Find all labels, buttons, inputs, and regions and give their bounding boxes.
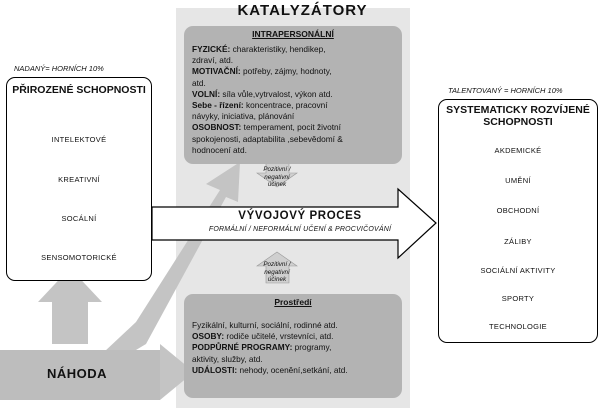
intrapersonal-line: OSOBNOST: temperament, pocit životní: [192, 122, 341, 133]
talent-item: AKDEMICKÉ: [494, 146, 542, 155]
intrapersonal-text: FYZICKÉ: charakteristiky, hendikep, zdra…: [192, 44, 400, 156]
environment-line: aktivity, služby, atd.: [192, 353, 263, 364]
talent-item: ZÁLIBY: [504, 237, 532, 246]
environment-line: PODPŮRNÉ PROGRAMY: programy,: [192, 342, 332, 353]
chance-arrow-up: [38, 268, 102, 344]
natural-abilities-box: PŘIROZENÉ SCHOPNOSTI INTELEKTOVÉ KREATIV…: [6, 77, 152, 281]
effect-label-top: Pozitivní / negativní účinek: [263, 166, 291, 188]
environment-heading: Prostředí: [274, 297, 312, 307]
talented-caption: TALENTOVANÝ = HORNÍCH 10%: [448, 86, 563, 95]
effect-label-bottom: Pozitivní / negativní účinek: [263, 261, 291, 283]
environment-line: Fyzikální, kulturní, sociální, rodinné a…: [192, 320, 338, 330]
intrapersonal-panel: INTRAPERSONÁLNÍ FYZICKÉ: charakteristiky…: [184, 26, 402, 164]
catalysts-title: KATALYZÁTORY: [237, 2, 368, 19]
chance-arrow-right: [130, 344, 194, 400]
intrapersonal-line: VOLNÍ: síla vůle,vytrvalost, výkon atd.: [192, 88, 333, 99]
intrapersonal-line: atd.: [192, 77, 206, 88]
intrapersonal-heading: INTRAPERSONÁLNÍ: [252, 29, 334, 39]
intrapersonal-line: hodnocení atd.: [192, 144, 247, 155]
intrapersonal-line: zdraví, atd.: [192, 55, 234, 66]
ability-item: SOCÁLNÍ: [61, 214, 97, 223]
environment-line: OSOBY: rodiče učitelé, vrstevníci, atd.: [192, 331, 334, 342]
intrapersonal-line: spokojenosti, adaptabilita ,sebevědomí &: [192, 133, 343, 144]
talent-item: SPORTY: [501, 294, 535, 303]
intrapersonal-line: FYZICKÉ: charakteristiky, hendikep,: [192, 44, 326, 54]
effect-arrow-down-shape: [256, 251, 298, 284]
talent-item: UMĚNÍ: [505, 176, 531, 185]
environment-line: UDÁLOSTI: nehody, ocenění,setkání, atd.: [192, 364, 348, 375]
intrapersonal-line: MOTIVAČNÍ: potřeby, zájmy, hodnoty,: [192, 66, 332, 77]
talent-item: TECHNOLOGIE: [489, 322, 547, 331]
developed-abilities-box: SYSTEMATICKY ROZVÍJENÉ SCHOPNOSTI AKDEMI…: [438, 99, 598, 343]
intrapersonal-line: návyky, iniciativa, plánování: [192, 111, 295, 122]
environment-text: Fyzikální, kulturní, sociální, rodinné a…: [192, 320, 400, 376]
natural-abilities-heading: PŘIROZENÉ SCHOPNOSTI: [12, 84, 146, 96]
gifted-caption: NADANÝ= HORNÍCH 10%: [14, 64, 104, 73]
development-process-subtitle: FORMÁLNÍ / NEFORMÁLNÍ UČENÍ & PROCVIČOVÁ…: [208, 226, 392, 233]
ability-item: INTELEKTOVÉ: [51, 135, 107, 144]
developed-abilities-heading: SYSTEMATICKY ROZVÍJENÉ SCHOPNOSTI: [446, 104, 590, 128]
environment-panel: Prostředí Fyzikální, kulturní, sociální,…: [184, 294, 402, 398]
intrapersonal-line: Sebe - řízení: koncentrace, pracovní: [192, 100, 328, 111]
development-process-title: VÝVOJOVÝ PROCES: [238, 210, 362, 222]
chance-background: [0, 350, 160, 400]
development-process-arrow: [151, 187, 437, 260]
chance-label: NÁHODA: [46, 366, 108, 381]
ability-item: SENSOMOTORICKÉ: [41, 253, 117, 262]
ability-item: KREATIVNÍ: [58, 175, 100, 184]
talent-item: OBCHODNÍ: [496, 206, 540, 215]
talent-item: SOCIÁLNÍ AKTIVITY: [480, 266, 556, 275]
